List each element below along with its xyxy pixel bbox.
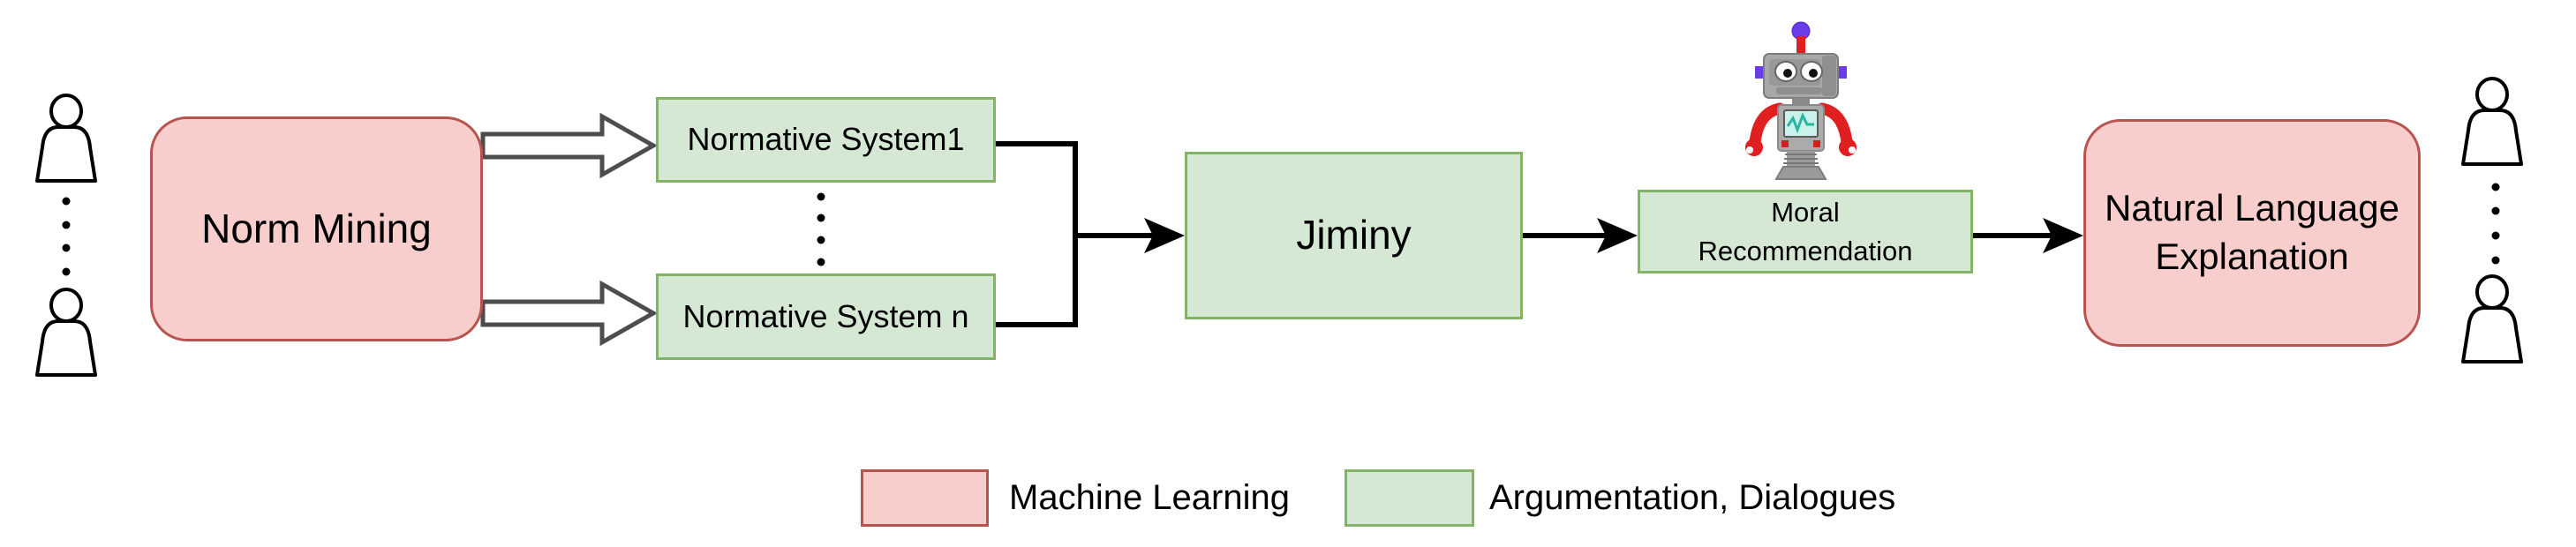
arrow-right-icon (1523, 218, 1638, 253)
node-label-line: Moral (1771, 197, 1840, 229)
vertical-dots-icon (62, 197, 71, 276)
arrow-right-icon (1973, 218, 2083, 253)
vertical-dots-icon (2491, 183, 2500, 265)
node-normative-system-n: Normative System n (656, 274, 996, 360)
node-norm-mining: Norm Mining (150, 116, 483, 341)
user-icon (2461, 274, 2523, 363)
legend-swatch-machine-learning (861, 469, 989, 527)
node-label-line: Explanation (2155, 236, 2349, 277)
legend-label-machine-learning: Machine Learning (1009, 478, 1290, 517)
node-label: Normative System n (682, 297, 969, 334)
open-arrow-icon (480, 112, 659, 179)
user-icon (35, 288, 97, 377)
legend-swatch-argumentation (1344, 469, 1474, 527)
node-label: Norm Mining (201, 205, 432, 251)
merge-connector-line (996, 141, 1078, 327)
open-arrow-icon (480, 280, 659, 347)
arrow-right-icon (1075, 218, 1185, 253)
user-icon (2461, 77, 2523, 166)
node-label: Jiminy (1296, 212, 1412, 259)
node-natural-language-explanation: Natural Language Explanation (2083, 119, 2421, 347)
node-label-line: Recommendation (1698, 235, 1913, 266)
node-label: Normative System1 (687, 121, 965, 158)
node-label-line: Natural Language (2105, 187, 2399, 229)
vertical-dots-icon (817, 192, 825, 266)
user-icon (35, 94, 97, 183)
node-jiminy: Jiminy (1185, 152, 1523, 319)
robot-icon (1745, 21, 1857, 180)
legend-label-argumentation: Argumentation, Dialogues (1489, 478, 1896, 517)
node-normative-system-1: Normative System1 (656, 97, 996, 183)
node-moral-recommendation: Moral Recommendation (1638, 190, 1973, 274)
